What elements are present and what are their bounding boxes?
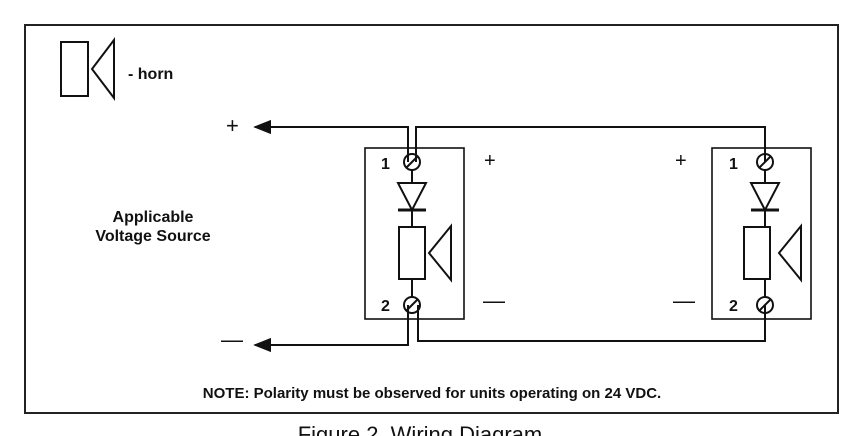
right-terminal-2-label: 2: [729, 298, 738, 315]
left-plus-sign: +: [484, 150, 496, 172]
right-plus-sign: +: [675, 150, 687, 172]
right-minus-sign: —: [673, 288, 695, 313]
left-terminal-1-label: 1: [381, 156, 390, 173]
source-plus-sign: +: [226, 113, 239, 138]
diagram-frame: [24, 24, 839, 414]
right-terminal-1-label: 1: [729, 156, 738, 173]
horn-unit-right: [711, 147, 812, 320]
wire-positive-lead: [253, 119, 409, 162]
figure-caption: Figure 2. Wiring Diagram: [298, 422, 543, 436]
diode-icon: [749, 182, 781, 213]
source-minus-sign: —: [221, 327, 243, 352]
left-terminal-2-label: 2: [381, 298, 390, 315]
wire-positive-jumper: [415, 126, 766, 162]
terminal-screw-icon: [403, 296, 421, 314]
horn-unit-left: [364, 147, 465, 320]
horn-icon: [398, 223, 452, 283]
legend-horn-icon: [60, 37, 115, 101]
source-label-line2: Voltage Source: [95, 228, 210, 245]
polarity-note: NOTE: Polarity must be observed for unit…: [203, 385, 661, 402]
diode-icon: [396, 182, 428, 213]
horn-icon: [743, 223, 802, 283]
wire-negative-jumper: [417, 305, 766, 342]
left-minus-sign: —: [483, 288, 505, 313]
legend-label: - horn: [128, 66, 173, 83]
source-label-line1: Applicable: [113, 209, 194, 226]
terminal-screw-icon: [756, 296, 774, 314]
